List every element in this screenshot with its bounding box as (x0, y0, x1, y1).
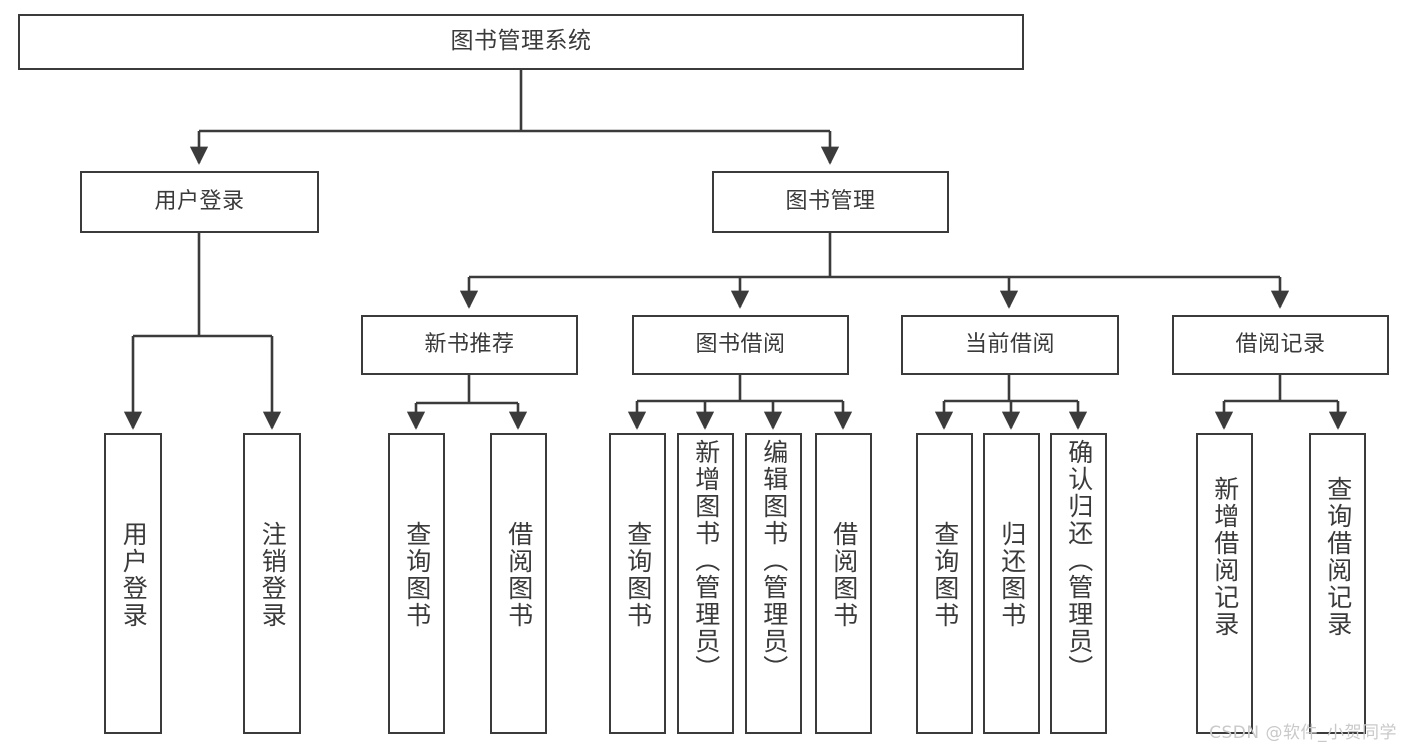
node-label: 查询图书 (623, 521, 653, 629)
node-label: 用户登录 (154, 189, 245, 215)
leaf-current-borrow-1[interactable]: 归还图书 (983, 433, 1040, 734)
leaf-current-borrow-0[interactable]: 查询图书 (916, 433, 973, 734)
leaf-new-book-rec-1[interactable]: 借阅图书 (490, 433, 547, 734)
node-root-system[interactable]: 图书管理系统 (18, 14, 1024, 70)
node-label: 编辑图书（管理员） (759, 439, 789, 682)
leaf-user-login-1[interactable]: 注销登录 (243, 433, 301, 734)
node-label: 新书推荐 (424, 332, 515, 358)
node-label: 当前借阅 (964, 332, 1055, 358)
leaf-borrow-record-0[interactable]: 新增借阅记录 (1196, 433, 1253, 734)
node-label: 图书管理系统 (450, 28, 592, 55)
node-label: 图书借阅 (695, 332, 786, 358)
node-label: 查询图书 (402, 521, 432, 629)
csdn-watermark: CSDN @软件_小贺同学 (1209, 723, 1397, 743)
leaf-current-borrow-2[interactable]: 确认归还（管理员） (1050, 433, 1107, 734)
node-label: 归还图书 (997, 521, 1027, 629)
node-label: 确认归还（管理员） (1064, 439, 1094, 682)
leaf-borrow-record-1[interactable]: 查询借阅记录 (1309, 433, 1366, 734)
leaf-book-borrow-2[interactable]: 编辑图书（管理员） (745, 433, 802, 734)
node-new-book-recommend[interactable]: 新书推荐 (361, 315, 578, 375)
node-book-borrow[interactable]: 图书借阅 (632, 315, 849, 375)
leaf-book-borrow-3[interactable]: 借阅图书 (815, 433, 872, 734)
node-label: 借阅图书 (504, 521, 534, 629)
node-label: 新增图书（管理员） (691, 439, 721, 682)
node-borrow-record[interactable]: 借阅记录 (1172, 315, 1389, 375)
leaf-book-borrow-0[interactable]: 查询图书 (609, 433, 666, 734)
node-user-login[interactable]: 用户登录 (80, 171, 319, 233)
node-label: 借阅记录 (1235, 332, 1326, 358)
leaf-book-borrow-1[interactable]: 新增图书（管理员） (677, 433, 734, 734)
leaf-new-book-rec-0[interactable]: 查询图书 (388, 433, 445, 734)
node-label: 用户登录 (119, 521, 149, 629)
node-label: 新增借阅记录 (1210, 476, 1240, 638)
node-label: 借阅图书 (829, 521, 859, 629)
node-label: 注销登录 (258, 521, 288, 629)
node-label: 查询图书 (930, 521, 960, 629)
node-label: 图书管理 (785, 189, 876, 215)
node-current-borrow[interactable]: 当前借阅 (901, 315, 1119, 375)
node-book-management[interactable]: 图书管理 (712, 171, 949, 233)
node-label: 查询借阅记录 (1323, 476, 1353, 638)
leaf-user-login-0[interactable]: 用户登录 (104, 433, 162, 734)
